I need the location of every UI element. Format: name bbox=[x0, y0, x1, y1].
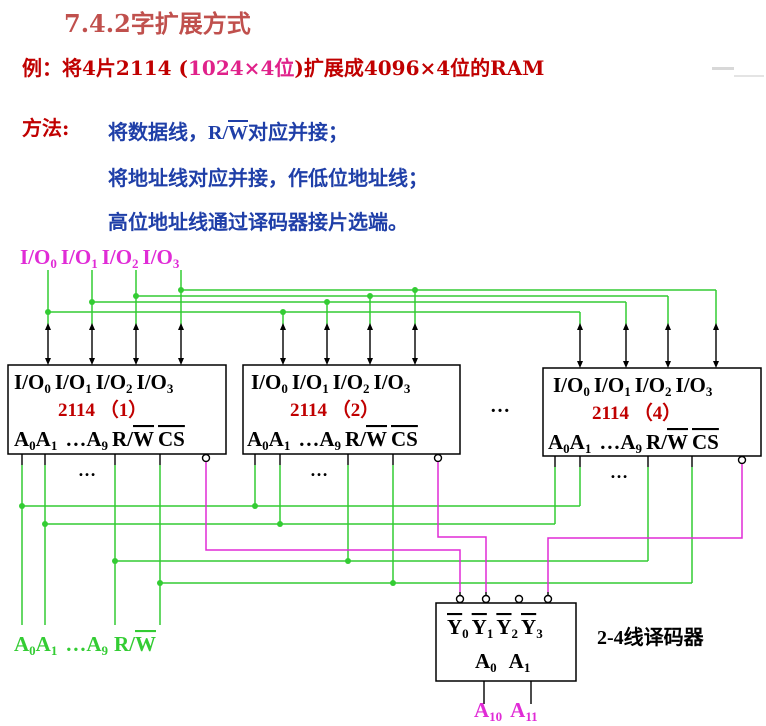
method-line-3: 高位地址线通过译码器接片选端。 bbox=[108, 210, 408, 234]
bus-junctions bbox=[45, 287, 418, 315]
io-arrowheads bbox=[45, 323, 719, 368]
section-title: 7.4.2字扩展方式 bbox=[64, 9, 251, 38]
chip-2-box bbox=[242, 364, 461, 455]
method-rw-r: R/ bbox=[208, 122, 228, 144]
method-line-1: 将数据线，R/W对应并接； bbox=[108, 116, 348, 145]
chip-ellipsis: … bbox=[490, 395, 510, 417]
chip-4-name: 2114 （4） bbox=[592, 401, 681, 424]
decoder-box bbox=[435, 602, 577, 682]
chip-pins bbox=[21, 454, 693, 467]
method-rw-w: W bbox=[228, 122, 248, 144]
pin-ellipsis-4: … bbox=[610, 462, 628, 482]
method-rw: R/W bbox=[208, 122, 248, 144]
method-line-2: 将地址线对应并接，作低位地址线； bbox=[108, 166, 428, 190]
chip-1-name: 2114 （1） bbox=[58, 398, 147, 421]
decor-line bbox=[712, 67, 734, 70]
address-junctions bbox=[19, 503, 396, 586]
address-bus bbox=[21, 465, 693, 625]
chip-4-box bbox=[542, 367, 762, 457]
example-line: 例：将4片2114 (1024×4位)扩展成4096×4位的RAM bbox=[22, 52, 544, 81]
chip-2-name: 2114 （2） bbox=[290, 398, 379, 421]
cs-bubbles bbox=[201, 453, 747, 465]
chip-select-lines bbox=[205, 462, 743, 592]
decoder-label: 2-4线译码器 bbox=[597, 625, 705, 649]
decoder-inputs bbox=[483, 681, 532, 704]
method-label: 方法: bbox=[22, 116, 70, 140]
example-suffix: )扩展成4096×4位的RAM bbox=[294, 56, 545, 80]
chip-1-box bbox=[7, 364, 227, 455]
pin-ellipsis-2: … bbox=[310, 460, 328, 480]
example-prefix: 例：将4片2114 ( bbox=[22, 56, 189, 80]
method-line-1d: 对应并接； bbox=[248, 120, 348, 144]
example-mid: 1024×4位 bbox=[188, 56, 295, 80]
method-line-1a: 将数据线， bbox=[108, 120, 208, 144]
io-arrow-set-1 bbox=[47, 328, 717, 365]
decoder-outputs bbox=[455, 592, 553, 604]
data-bus bbox=[47, 270, 717, 326]
pin-ellipsis-1: … bbox=[78, 460, 96, 480]
decor-line-2 bbox=[734, 75, 764, 77]
io-arrows bbox=[45, 323, 719, 368]
